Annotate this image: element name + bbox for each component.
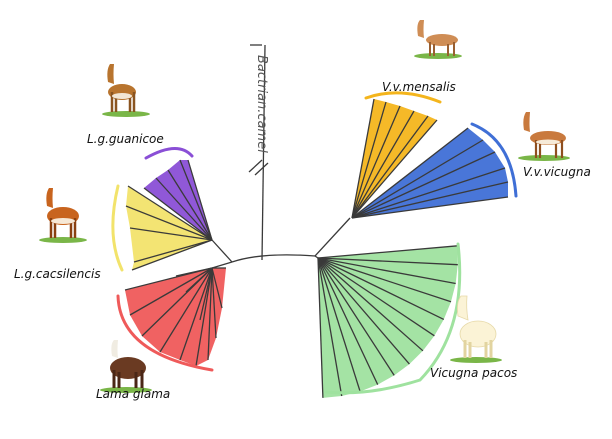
guanicoe-arc: [144, 147, 194, 160]
guanicoe-leaf-branch: [187, 159, 213, 241]
pacos-leaf-branch: [317, 257, 324, 398]
mensalis-leaf-branch: [351, 105, 401, 219]
guanicoe-leaf-branch: [155, 177, 213, 241]
mensalis-leaf-branch: [351, 115, 429, 219]
mensalis-arc: [364, 91, 442, 104]
vicugna-arc: [470, 122, 518, 198]
clade-pacos: [317, 242, 462, 398]
pacos-leaf-branch: [317, 257, 458, 266]
cacsilencis-leaf-branch: [127, 185, 213, 241]
label-mensalis: V.v.mensalis: [382, 80, 456, 94]
clade-mensalis: [351, 91, 442, 219]
mensalis-leaf-branch: [351, 119, 438, 219]
guanaco-icon: [39, 188, 87, 243]
guanaco-icon: [102, 64, 150, 117]
pacos-leaf-branch: [317, 257, 395, 376]
tree-backbone: [211, 217, 351, 269]
clade-vicugna: [351, 122, 518, 219]
alpaca-icon: [450, 295, 502, 363]
clade-guanicoe: [143, 147, 213, 241]
mensalis-wedge: [352, 99, 437, 218]
glama-arc: [116, 294, 214, 372]
cacsilencis-leaf-branch: [133, 239, 213, 263]
label-cacsilencis: L.g.cacsilencis: [14, 267, 101, 281]
glama-leaf-branch: [211, 267, 223, 309]
glama-leaf-branch: [159, 267, 213, 353]
vicugna-leaf-branch: [351, 167, 506, 219]
pacos-leaf-branch: [317, 257, 424, 352]
pacos-leaf-branch: [317, 245, 458, 259]
guanicoe-wedge: [144, 160, 212, 240]
mensalis-leaf-branch: [351, 98, 375, 219]
vicugna-leaf-branch: [351, 181, 509, 219]
guanicoe-leaf-branch: [167, 169, 213, 241]
glama-internal-branch: [185, 267, 213, 293]
glama-leaf-branch: [179, 267, 213, 361]
guanicoe-leaf-branch: [143, 187, 213, 241]
pacos-leaf-branch: [317, 257, 452, 303]
clade-cacsilencis: [111, 184, 213, 272]
vicugna-leaf-branch: [351, 196, 509, 219]
glama-internal-branch: [199, 267, 213, 321]
cacsilencis-arc: [111, 184, 124, 272]
vicugna-leaf-branch: [351, 127, 469, 219]
pacos-leaf-branch: [317, 257, 361, 392]
outgroup-label: Bactrian.camel: [254, 55, 269, 153]
pacos-leaf-branch: [317, 257, 456, 285]
pacos-leaf-branch: [317, 257, 435, 337]
label-vicugna: V.v.vicugna: [523, 165, 591, 179]
glama-internal-branch: [175, 267, 213, 277]
pacos-leaf-branch: [317, 257, 445, 320]
cacsilencis-leaf-branch: [129, 227, 213, 241]
vicugna-leaf-branch: [351, 151, 496, 219]
pacos-wedge: [318, 245, 458, 398]
guanicoe-leaf-branch: [179, 159, 213, 241]
glama-wedge: [125, 268, 226, 366]
mensalis-leaf-branch: [351, 101, 387, 219]
vicuna-icon: [414, 20, 462, 59]
glama-leaf-branch: [207, 267, 213, 361]
cacsilencis-leaf-branch: [131, 239, 213, 271]
cacsilencis-leaf-branch: [125, 205, 213, 241]
pacos-leaf-branch: [317, 257, 343, 397]
glama-leaf-branch: [195, 267, 213, 367]
vicugna-leaf-branch: [351, 139, 484, 219]
clade-glama: [116, 267, 226, 372]
label-glama: Lama glama: [96, 387, 170, 401]
pacos-leaf-branch: [317, 257, 379, 385]
pacos-leaf-branch: [317, 257, 410, 365]
pacos-arc: [324, 242, 462, 395]
cacsilencis-wedge: [126, 186, 212, 270]
label-pacos: Vicugna pacos: [430, 366, 517, 380]
vicuna-icon: [518, 112, 570, 161]
label-guanicoe: L.g.guanicoe: [87, 132, 164, 146]
outgroup-branch: Bactrian.camel: [248, 44, 269, 261]
glama-leaf-branch: [211, 267, 217, 339]
glama-leaf-branch: [129, 267, 213, 316]
mensalis-leaf-branch: [351, 110, 415, 219]
llama-icon: [100, 340, 152, 393]
